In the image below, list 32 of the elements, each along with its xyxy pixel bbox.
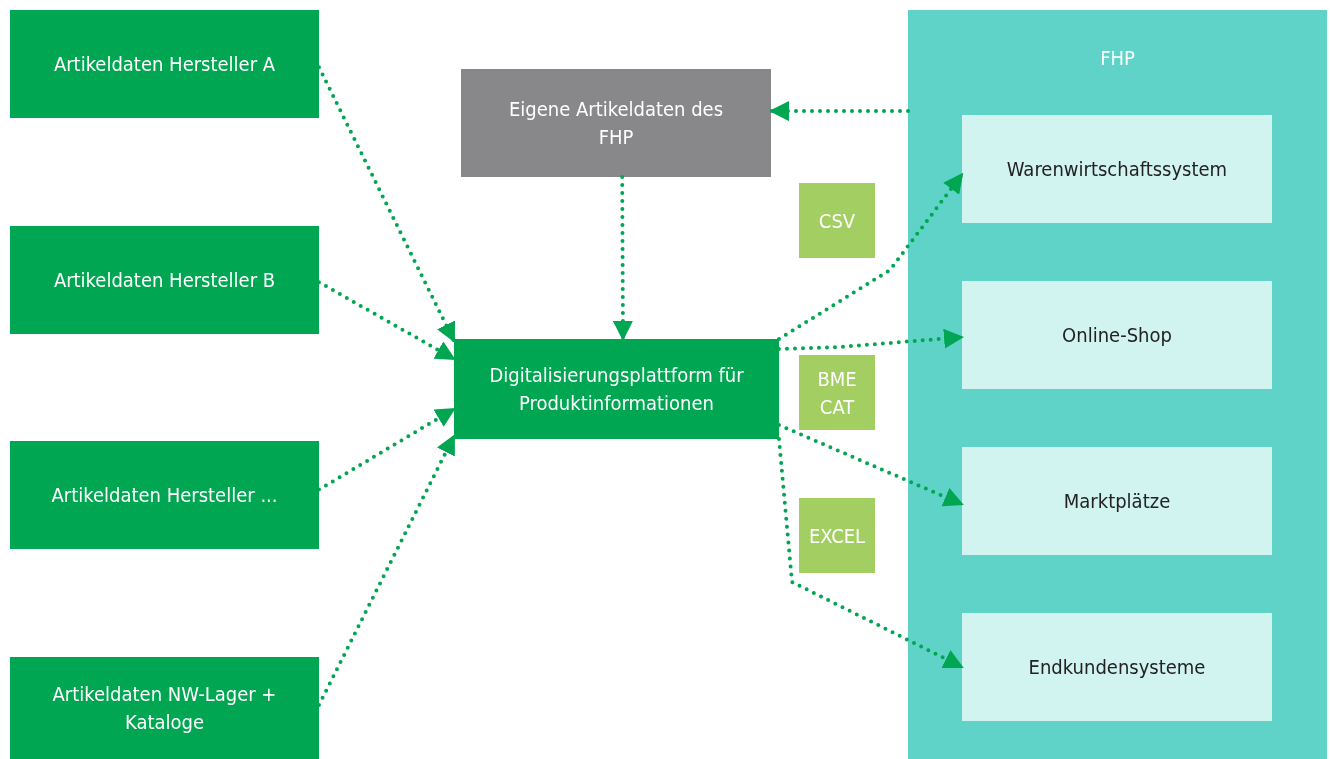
arrow	[769, 101, 910, 122]
format-box	[799, 498, 875, 573]
node-label: Marktplätze	[1063, 488, 1171, 515]
format-box	[799, 355, 875, 430]
source-box	[10, 441, 319, 549]
node-label: Eigene Artikeldaten des FHP	[507, 96, 725, 151]
node-label: CSV	[818, 207, 856, 235]
node-label: EXCEL	[808, 522, 866, 550]
node-label: Artikeldaten Hersteller B	[53, 267, 276, 294]
node-label: Artikeldaten Hersteller ...	[51, 482, 278, 509]
process-box	[461, 69, 771, 177]
system-box	[962, 281, 1272, 389]
node-label: FHP	[1100, 45, 1135, 72]
system-box	[962, 115, 1272, 223]
node-label: Artikeldaten Hersteller A	[53, 51, 276, 78]
node-label: Artikeldaten NW-Lager + Kataloge	[51, 681, 278, 736]
arrow	[612, 175, 633, 341]
system-box	[962, 447, 1272, 555]
node-label: Warenwirtschaftssystem	[1006, 156, 1228, 183]
system-box	[962, 613, 1272, 721]
source-box	[10, 10, 319, 118]
node-label: Online-Shop	[1062, 322, 1172, 349]
arrow	[777, 437, 964, 669]
arrow	[777, 172, 964, 341]
source-box	[10, 657, 319, 759]
source-box	[10, 226, 319, 334]
node-label: BME CAT	[816, 365, 858, 421]
format-box	[799, 183, 875, 258]
platform-box	[454, 339, 779, 439]
system-panel	[908, 10, 1327, 759]
node-label: Endkundensysteme	[1028, 654, 1206, 681]
node-label: Digitalisierungsplattform für Produktinformationen	[488, 362, 745, 417]
